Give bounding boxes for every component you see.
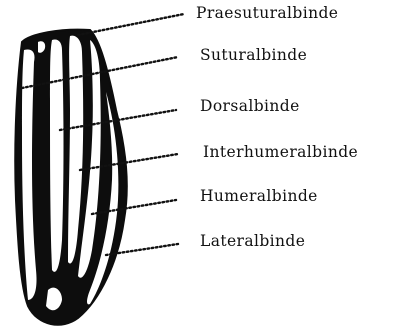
dorsal-label: Dorsalbinde [200, 97, 300, 115]
band-labels: Praesuturalbinde Suturalbinde Dorsalbind… [196, 4, 358, 250]
sutural-label: Suturalbinde [200, 46, 307, 64]
interhumeral-label: Interhumeralbinde [203, 143, 358, 161]
dorsal-light-stripe [50, 39, 64, 271]
praesutural-label: Praesuturalbinde [196, 4, 338, 22]
elytron-illustration [15, 30, 127, 325]
lateral-label: Lateralbinde [200, 232, 305, 250]
humeral-label: Humeralbinde [200, 187, 318, 205]
praesutural-leader [78, 14, 184, 35]
